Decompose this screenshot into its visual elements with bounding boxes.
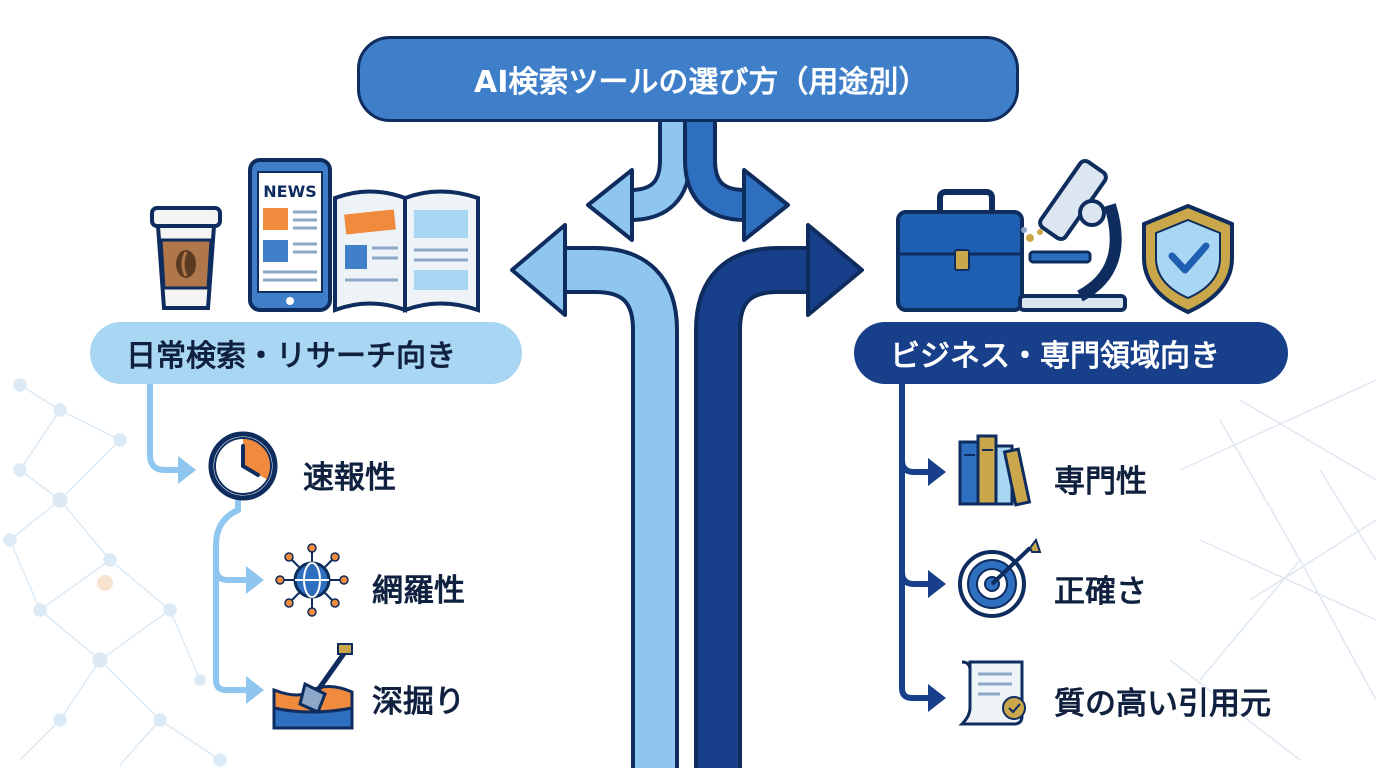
- background-network-left: [3, 378, 227, 767]
- smartphone-icon: NEWS: [248, 158, 332, 312]
- right-connectors: [899, 384, 946, 712]
- coffee-cup-icon: [150, 206, 222, 310]
- right-item-citations: 質の高い引用元: [1054, 686, 1271, 722]
- left-category-label-box: 日常検索・リサーチ向き: [90, 322, 522, 384]
- background-network-right: [1169, 379, 1376, 761]
- phone-screen-text: NEWS: [263, 182, 317, 201]
- left-connectors: [147, 384, 264, 704]
- title-banner: AI検索ツールの選び方（用途別）: [357, 36, 1019, 122]
- books-icon: [958, 434, 1032, 507]
- left-item-coverage: 網羅性: [372, 573, 465, 609]
- clock-icon: [208, 431, 278, 501]
- microscope-icon: [1018, 158, 1127, 312]
- shovel-icon: [272, 643, 354, 730]
- left-item-speed: 速報性: [303, 460, 396, 496]
- target-icon: [958, 537, 1042, 618]
- shield-check-icon: [1142, 203, 1234, 315]
- right-item-expertise: 専門性: [1054, 464, 1147, 500]
- newspaper-icon: [333, 189, 480, 313]
- left-item-depth: 深掘り: [372, 684, 465, 720]
- globe-network-icon: [275, 543, 349, 617]
- flow-arrows: [510, 122, 864, 768]
- title-text: AI検索ツールの選び方（用途別）: [474, 65, 929, 100]
- briefcase-icon: [896, 189, 1024, 312]
- right-item-accuracy: 正確さ: [1054, 574, 1147, 610]
- left-category-label: 日常検索・リサーチ向き: [126, 339, 456, 374]
- right-category-label-box: ビジネス・専門領域向き: [854, 322, 1288, 384]
- right-category-label: ビジネス・専門領域向き: [890, 339, 1220, 374]
- certificate-icon: [958, 660, 1026, 726]
